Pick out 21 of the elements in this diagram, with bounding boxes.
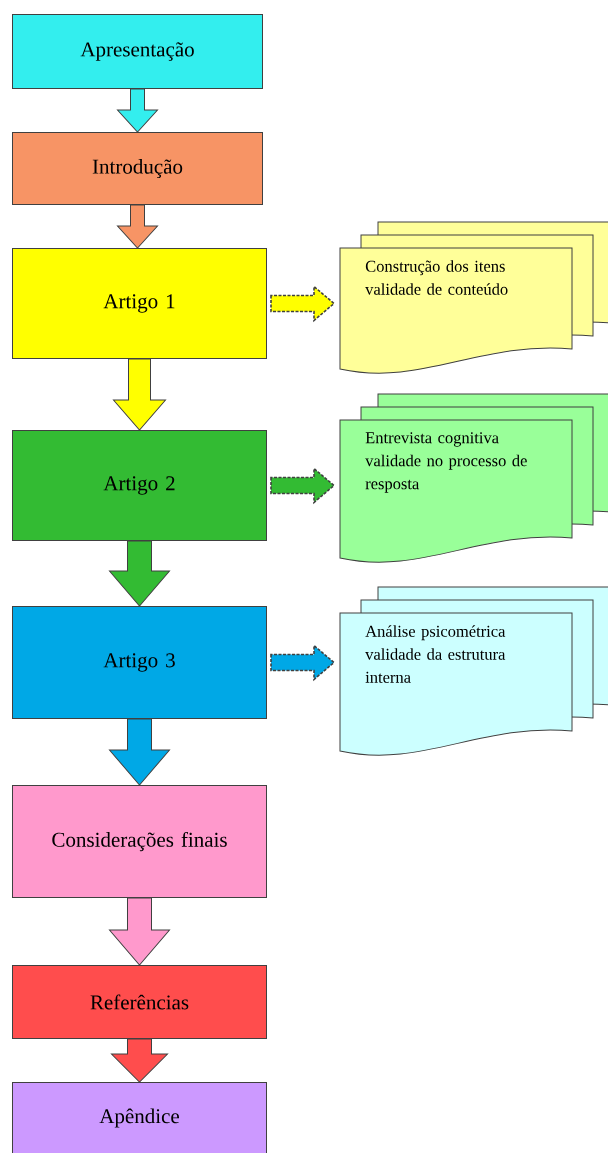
process-box: Artigo 3	[12, 606, 267, 719]
block-arrow	[113, 358, 166, 431]
block-arrow	[270, 284, 336, 323]
process-box: Apêndice	[12, 1082, 267, 1153]
document-stack: Construção dos itens validade de conteúdo	[339, 221, 608, 374]
block-arrow	[109, 897, 170, 966]
process-box: Artigo 1	[12, 248, 267, 359]
block-arrow	[109, 718, 170, 786]
document-stack: Entrevista cognitiva validade no processo de resposta	[339, 393, 608, 563]
block-arrow	[111, 1038, 168, 1083]
process-box: Considerações finais	[12, 785, 267, 898]
process-box: Artigo 2	[12, 430, 267, 541]
block-arrow	[270, 466, 336, 505]
process-box: Introdução	[12, 132, 263, 205]
block-arrow	[109, 540, 170, 607]
block-arrow	[270, 643, 336, 682]
block-arrow	[117, 204, 158, 249]
process-box: Referências	[12, 965, 267, 1039]
block-arrow	[117, 88, 158, 133]
document-stack: Análise psicométrica validade da estrutura interna	[339, 586, 608, 756]
process-box: Apresentação	[12, 14, 263, 89]
